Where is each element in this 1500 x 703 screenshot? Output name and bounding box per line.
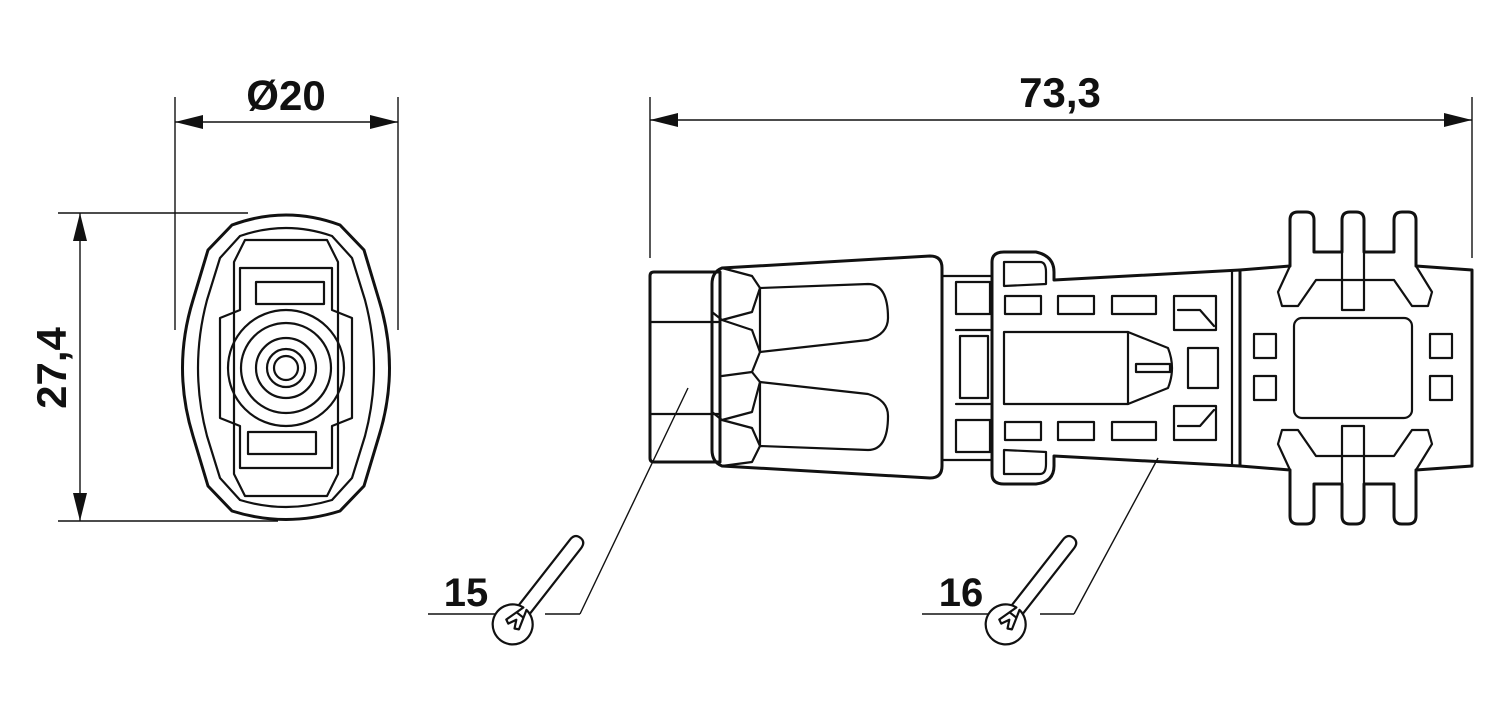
housing-vent-top-4 — [1172, 294, 1218, 332]
housing-vent-top-2 — [1056, 294, 1096, 316]
grip-flute-top — [758, 282, 890, 354]
leader-line-left — [579, 387, 689, 615]
wrench-icon — [491, 534, 585, 646]
wrench-icon — [984, 534, 1078, 646]
rear-cage-slot-2 — [1252, 374, 1278, 402]
front-view: Ø20 27,4 — [28, 72, 399, 522]
rear-cage-slot-1 — [1252, 332, 1278, 360]
front-pin — [272, 354, 300, 382]
wrench-size-right: 16 — [939, 571, 984, 615]
housing-latch-bottom — [1002, 448, 1048, 476]
housing-vent-top-1 — [1003, 294, 1043, 316]
front-latch-frame — [232, 238, 340, 498]
housing-vent-bottom-1 — [1003, 420, 1043, 442]
rear-cage-window — [1292, 316, 1414, 420]
front-ring-outer — [226, 308, 346, 428]
grip-facets — [710, 266, 762, 468]
rear-cage-rib-top — [1340, 250, 1366, 312]
wrench-callout-right: 16 — [922, 457, 1159, 646]
leader-line-right — [1073, 457, 1159, 615]
height-label: 27,4 — [28, 326, 75, 408]
neck — [940, 274, 994, 462]
wrench-size-left: 15 — [444, 571, 489, 615]
housing-vent-bottom-2 — [1056, 420, 1096, 442]
rear-cage-rib-bottom — [1340, 424, 1366, 486]
front-pin-socket — [265, 347, 307, 389]
front-inner-shell — [196, 226, 376, 509]
housing-window-slot — [1134, 362, 1172, 374]
front-ring-inner — [254, 336, 318, 400]
side-view: 73,3 — [648, 69, 1474, 526]
neck-rib-2 — [954, 418, 992, 454]
housing-latch-top — [1002, 260, 1048, 288]
diameter-label: Ø20 — [246, 72, 325, 119]
grip-sleeve — [710, 254, 944, 480]
main-housing — [990, 250, 1242, 486]
front-outer-body — [181, 213, 391, 521]
front-top-slot — [254, 280, 326, 306]
wrench-callout-left: 15 — [428, 387, 689, 646]
front-bottom-slot — [246, 430, 318, 456]
housing-center-window — [1002, 330, 1174, 406]
rear-cage-slot-3 — [1428, 332, 1454, 360]
front-latch-inner — [218, 266, 354, 470]
housing-vent-bottom-3 — [1110, 420, 1158, 442]
rear-cage-wing-top — [1276, 264, 1434, 308]
housing-vent-bottom-4 — [1172, 404, 1218, 442]
cap-nut — [648, 270, 722, 464]
front-ring-middle — [239, 321, 333, 415]
rear-cage — [1238, 210, 1474, 526]
rear-cage-slot-4 — [1428, 374, 1454, 402]
length-label: 73,3 — [1019, 69, 1101, 116]
rear-cage-wing-bottom — [1276, 428, 1434, 472]
neck-rib-1 — [954, 280, 992, 316]
housing-side-slot — [1186, 346, 1220, 390]
housing-vent-top-3 — [1110, 294, 1158, 316]
grip-flute-bottom — [758, 380, 890, 452]
neck-window — [958, 334, 990, 400]
